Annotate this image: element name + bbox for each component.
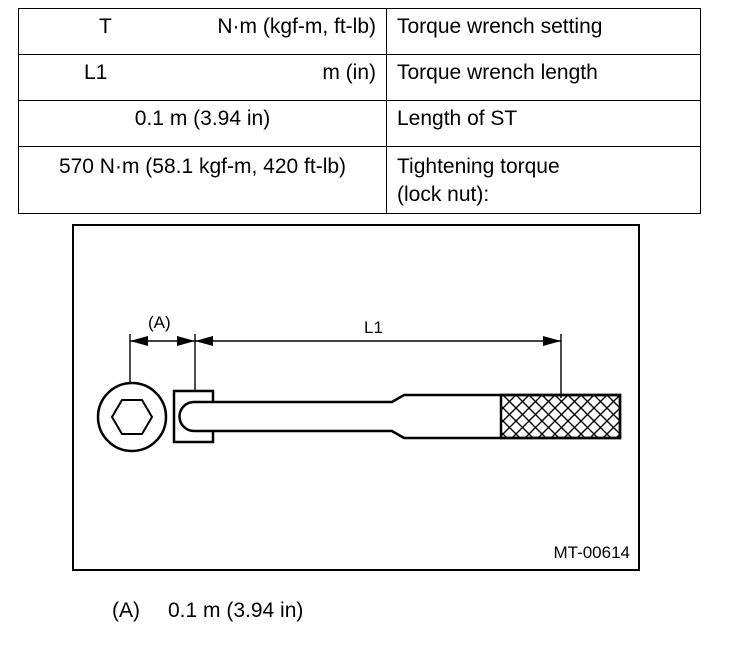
desc-line-1: Tightening torque [397,155,560,178]
desc-torque-setting: Torque wrench setting [386,8,701,55]
table-row: 0.1 m (3.94 in) Length of ST [18,100,701,147]
spec-symbol-cell: T N·m (kgf-m, ft-lb) [18,8,387,55]
footnote-key: (A) [112,599,140,622]
footnote-text: 0.1 m (3.94 in) [168,599,304,622]
arrow-l1-right [543,336,561,346]
desc-st-length: Length of ST [386,100,701,147]
spec-table: T N·m (kgf-m, ft-lb) Torque wrench setti… [18,8,701,214]
label-l1: L1 [364,318,383,337]
table-row: T N·m (kgf-m, ft-lb) Torque wrench setti… [18,8,701,55]
knurled-grip [499,393,622,440]
arrow-a-left [130,336,148,346]
desc-line-2: (lock nut): [397,183,490,206]
arrow-l1-left [195,336,213,346]
footnote: (A) 0.1 m (3.94 in) [112,599,303,623]
value-tightening-torque: 570 N·m (58.1 kgf-m, 420 ft-lb) [18,146,387,214]
spec-symbol-split: L1 m (in) [29,59,376,87]
desc-wrench-length: Torque wrench length [386,54,701,101]
value-st-length: 0.1 m (3.94 in) [18,100,387,147]
unit-length: m (in) [322,61,376,84]
table-row: 570 N·m (58.1 kgf-m, 420 ft-lb) Tighteni… [18,146,701,214]
unit-torque: N·m (kgf-m, ft-lb) [217,15,376,38]
figure-id: MT-00614 [553,543,630,562]
table-row: L1 m (in) Torque wrench length [18,54,701,101]
label-a: (A) [148,313,171,332]
spec-symbol-cell: L1 m (in) [18,54,387,101]
spec-symbol-split: T N·m (kgf-m, ft-lb) [29,13,376,41]
hex-opening [110,399,154,435]
arrow-a-right [177,336,195,346]
symbol-t: T [99,15,112,38]
desc-tightening-torque: Tightening torque (lock nut): [386,146,701,214]
wrench-drawing: (A) L1 [96,313,622,453]
wrench-figure: (A) L1 MT-00614 [72,224,640,571]
symbol-l1: L1 [84,61,108,84]
